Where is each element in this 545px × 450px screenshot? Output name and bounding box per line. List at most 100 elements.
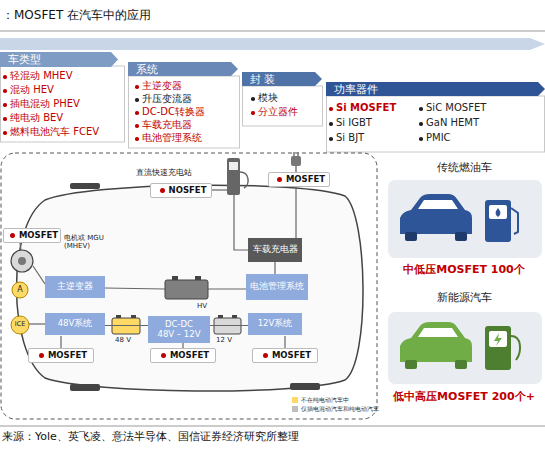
list-item: 主逆变器 <box>142 80 182 92</box>
red-dot <box>263 353 268 358</box>
legend-row: 不在纯电动汽车中 <box>292 397 349 404</box>
box-label: 48V系统 <box>58 319 93 329</box>
system-box: 主逆变器 <box>45 276 105 298</box>
bullet-dot <box>251 97 255 101</box>
mosfet-tag: MOSFET <box>28 348 94 363</box>
list-item: 燃料电池汽车 FCEV <box>10 126 99 138</box>
list-item: SiC MOSFET <box>426 102 486 114</box>
ev-card <box>388 312 542 384</box>
car-body <box>16 183 363 391</box>
plug-icon <box>291 152 301 172</box>
bullet-dot <box>329 137 333 141</box>
bullet-dot <box>419 137 423 141</box>
bullet-dot <box>251 111 255 115</box>
system-box: DC-DC 48V – 12V <box>148 316 210 343</box>
chevron-header: 系统 <box>128 62 238 76</box>
source-caption: 来源：Yole、英飞凌、意法半导体、国信证券经济研究所整理 <box>2 431 299 444</box>
panel-heading: 封 装 <box>250 73 275 85</box>
box-label: 电池管理系统 <box>250 282 304 292</box>
bullet-dot <box>3 75 7 79</box>
list-item: 纯电动 BEV <box>10 112 63 124</box>
part-label: ICE <box>11 321 29 328</box>
panel-heading: 功率器件 <box>334 83 378 95</box>
legend-text: 不在纯电动汽车中 <box>301 397 349 404</box>
vehicle-heading: 传统燃油车 <box>385 162 543 175</box>
red-dot <box>10 233 15 238</box>
charging-station-icon <box>227 158 248 195</box>
bullet-dot <box>329 122 333 126</box>
box-label: 主逆变器 <box>57 282 93 292</box>
vehicle-card: 新能源汽车低中高压MOSFET 200个+ <box>385 290 543 412</box>
category-panel: 系统主逆变器升压变流器DC-DC转换器车载充电器电池管理系统 <box>128 62 240 148</box>
item-text: 混动 HEV <box>10 84 54 96</box>
item-text: 主逆变器 <box>142 80 182 92</box>
mosfet-label: MOSFET <box>48 351 87 361</box>
category-panel: 封 装模块分立器件 <box>242 72 324 126</box>
mosfet-label: MOSFET <box>272 351 311 361</box>
mosfet-tag: MOSFET <box>252 348 318 363</box>
item-text: Si IGBT <box>336 117 372 129</box>
red-dot <box>160 188 165 193</box>
part-label: 12 V <box>216 336 232 344</box>
bullet-dot <box>419 107 423 111</box>
list-item: 升压变流器 <box>142 93 192 105</box>
mosfet-label: NOSFET <box>169 186 207 196</box>
item-text: 纯电动 BEV <box>10 112 63 124</box>
mosfet-tag: MOSFET <box>3 228 61 243</box>
bullet-dot <box>135 137 139 141</box>
box-label: 车载充电器 <box>253 245 298 255</box>
mosfet-count: 中低压MOSFET 100个 <box>385 264 543 277</box>
bullet-dot <box>3 89 7 93</box>
item-text: 轻混动 MHEV <box>10 70 73 82</box>
mosfet-label: MOSFET <box>19 231 58 241</box>
legend-swatch <box>292 406 298 412</box>
item-text: 升压变流器 <box>142 93 192 105</box>
bullet-dot <box>135 111 139 115</box>
mosfet-label: MOSFET <box>286 175 325 185</box>
mosfet-tag: MOSFET <box>268 172 330 187</box>
legend-row: 仅插电混动汽车和纯电动汽车 <box>292 406 379 413</box>
item-text: GaN HEMT <box>426 117 479 129</box>
list-item: 分立器件 <box>258 106 298 118</box>
item-text: Si BJT <box>336 132 364 144</box>
bullet-dot <box>3 103 7 107</box>
part-label: A <box>15 285 25 294</box>
list-item: 车载充电器 <box>142 119 192 131</box>
car-region <box>1 153 377 419</box>
item-text: 分立器件 <box>258 106 298 118</box>
chevron-header: 车类型 <box>0 52 118 67</box>
red-dot <box>39 353 44 358</box>
fuel-car-card <box>388 180 542 258</box>
bullet-dot <box>3 117 7 121</box>
list-item: DC-DC转换器 <box>142 106 205 118</box>
system-box: 电池管理系统 <box>246 274 308 300</box>
part-label: 48 V <box>115 336 131 344</box>
list-item: Si IGBT <box>336 117 372 129</box>
bullet-dot <box>135 85 139 89</box>
mosfet-label: MOSFET <box>170 351 209 361</box>
list-item: 电池管理系统 <box>142 132 202 144</box>
category-panel: 车类型轻混动 MHEV 混动 HEV 插电混动 PHEV 纯电动 BEV 燃料电池汽车 … <box>0 52 125 142</box>
panel-heading: 车类型 <box>8 53 41 65</box>
box-label: 12V系统 <box>258 319 293 329</box>
vehicle-heading: 新能源汽车 <box>385 292 543 305</box>
item-text: 燃料电池汽车 FCEV <box>10 126 99 138</box>
wire-connector <box>210 325 248 326</box>
part-label: 电机或 MGU (MHEV) <box>64 234 104 250</box>
panel-heading: 系统 <box>136 63 158 75</box>
rules <box>0 31 545 426</box>
legend-text: 仅插电混动汽车和纯电动汽车 <box>301 406 379 413</box>
vehicle-card: 传统燃油车中低压MOSFET 100个 <box>385 160 543 285</box>
wire-connector <box>274 262 275 274</box>
list-item: 轻混动 MHEV <box>10 70 73 82</box>
engine-icon <box>11 316 29 334</box>
mosfet-tag: MOSFET <box>150 348 216 363</box>
legend-swatch <box>292 397 298 403</box>
list-item: 插电混动 PHEV <box>10 98 80 110</box>
chevron-header: 封 装 <box>242 72 322 86</box>
part-label: HV <box>197 302 207 310</box>
category-panel: 功率器件Si MOSFETSi IGBTSi BJTSiC MOSFETGaN … <box>326 82 545 152</box>
